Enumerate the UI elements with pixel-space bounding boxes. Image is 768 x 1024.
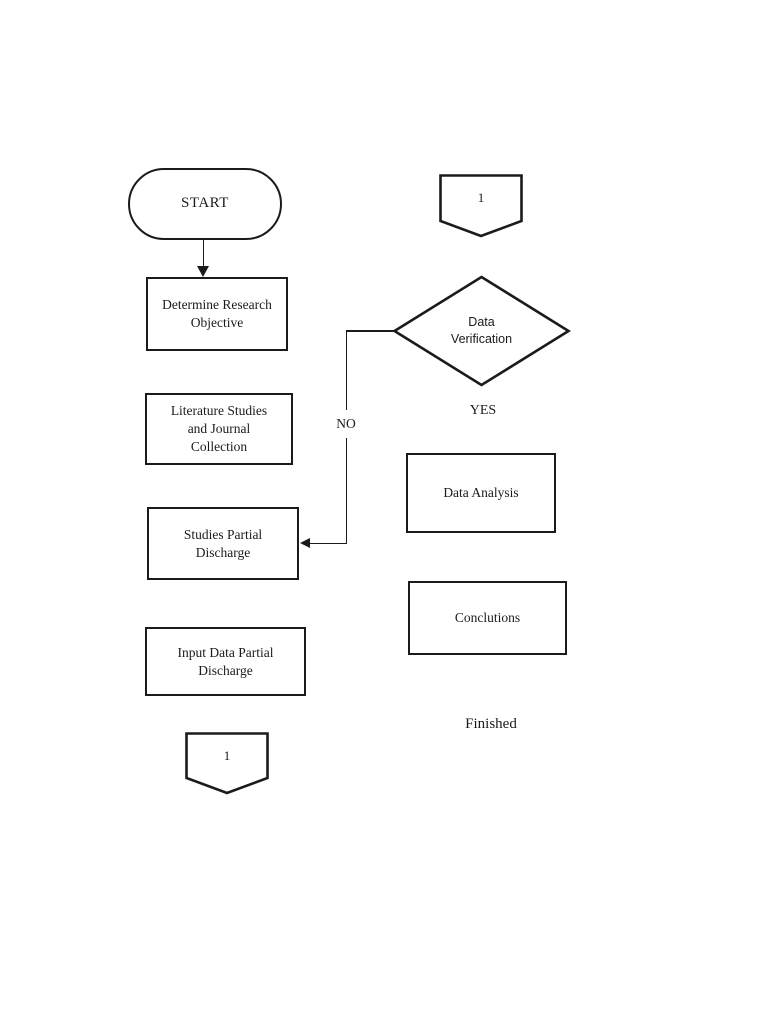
offpage-connector-shape-icon — [185, 732, 269, 795]
node-offpage-top-label: 1 — [477, 190, 485, 205]
connector-no-horizontal-top — [346, 330, 394, 332]
node-literature-line2: and Journal — [187, 421, 251, 437]
arrowhead-down-icon — [197, 266, 209, 277]
node-determine-line1: Determine Research — [162, 297, 272, 313]
node-determine-line2: Objective — [190, 315, 244, 330]
node-input-line2: Discharge — [198, 662, 253, 678]
node-determine-research-objective: Determine Research Objective — [146, 277, 288, 351]
connector-no-horizontal-bottom — [303, 542, 347, 545]
node-studies-line2: Discharge — [195, 544, 251, 560]
offpage-connector-shape-icon — [439, 174, 523, 238]
node-verification-label: Data Verification — [392, 275, 571, 387]
node-verification-line1: Data — [468, 314, 495, 329]
edge-label-yes: YES — [455, 403, 511, 419]
node-data-verification-decision: Data Verification — [392, 275, 571, 387]
node-input-data-partial-discharge: Input Data Partial Discharge — [145, 627, 306, 696]
node-offpage-bottom-label: 1 — [223, 748, 231, 763]
decision-diamond-shape-icon — [392, 275, 571, 387]
node-start-terminator: START — [128, 168, 282, 240]
node-input-line1: Input Data Partial — [177, 644, 274, 660]
node-start-label: START — [181, 195, 229, 212]
node-literature-line1: Literature Studies — [170, 403, 268, 419]
node-finished-label: Finished — [460, 716, 522, 733]
edge-label-no: NO — [330, 410, 362, 438]
arrowhead-left-icon — [300, 537, 310, 548]
node-offpage-connector-top: 1 — [439, 174, 523, 238]
node-verification-line2: Verification — [450, 332, 513, 346]
node-analysis-label: Data Analysis — [443, 485, 519, 501]
node-literature-line3: Collection — [190, 438, 248, 454]
node-studies-line1: Studies Partial — [183, 526, 263, 542]
node-offpage-connector-bottom: 1 — [185, 732, 269, 795]
node-literature-studies: Literature Studies and Journal Collectio… — [145, 393, 293, 465]
node-data-analysis: Data Analysis — [406, 453, 556, 533]
node-studies-partial-discharge: Studies Partial Discharge — [147, 507, 299, 580]
connector-start-to-determine — [202, 240, 205, 270]
node-conclusions: Conclutions — [408, 581, 567, 655]
node-conclusions-label: Conclutions — [454, 610, 521, 626]
